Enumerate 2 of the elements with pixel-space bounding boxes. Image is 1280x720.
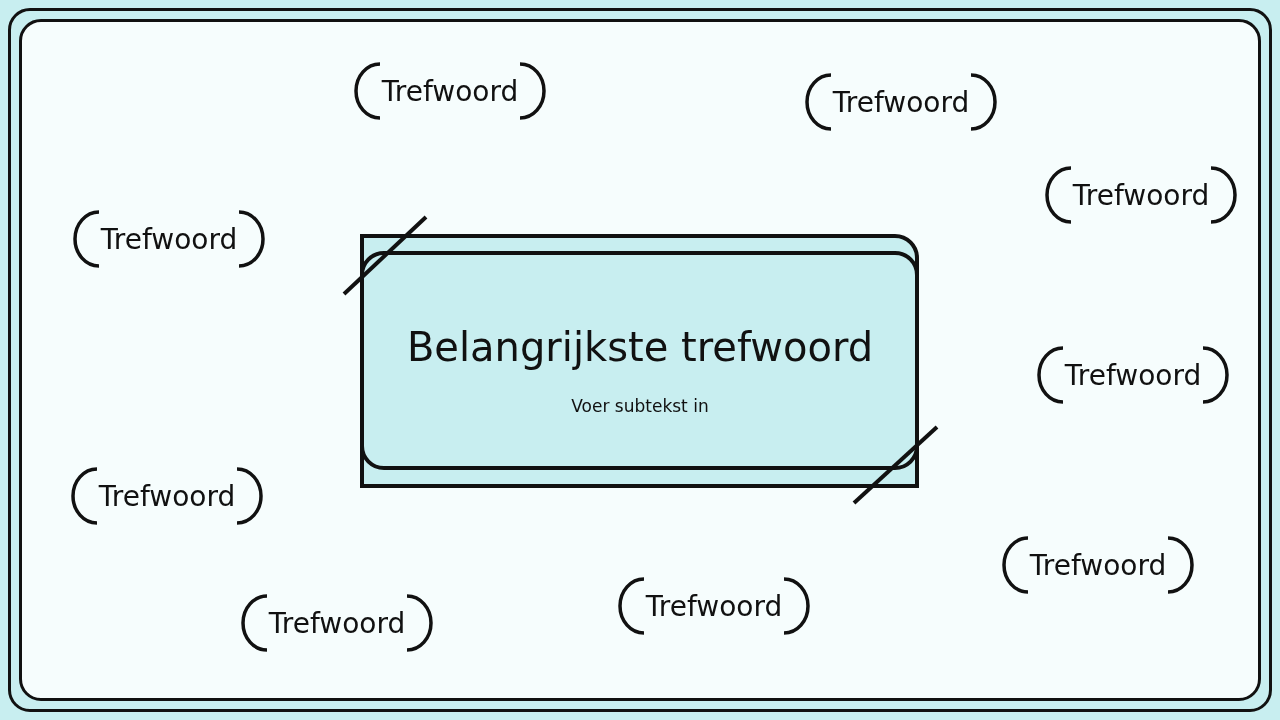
subtitle-text: Voer subtekst in	[571, 396, 709, 416]
main-keyword-title: Belangrijkste trefwoord	[406, 324, 874, 370]
